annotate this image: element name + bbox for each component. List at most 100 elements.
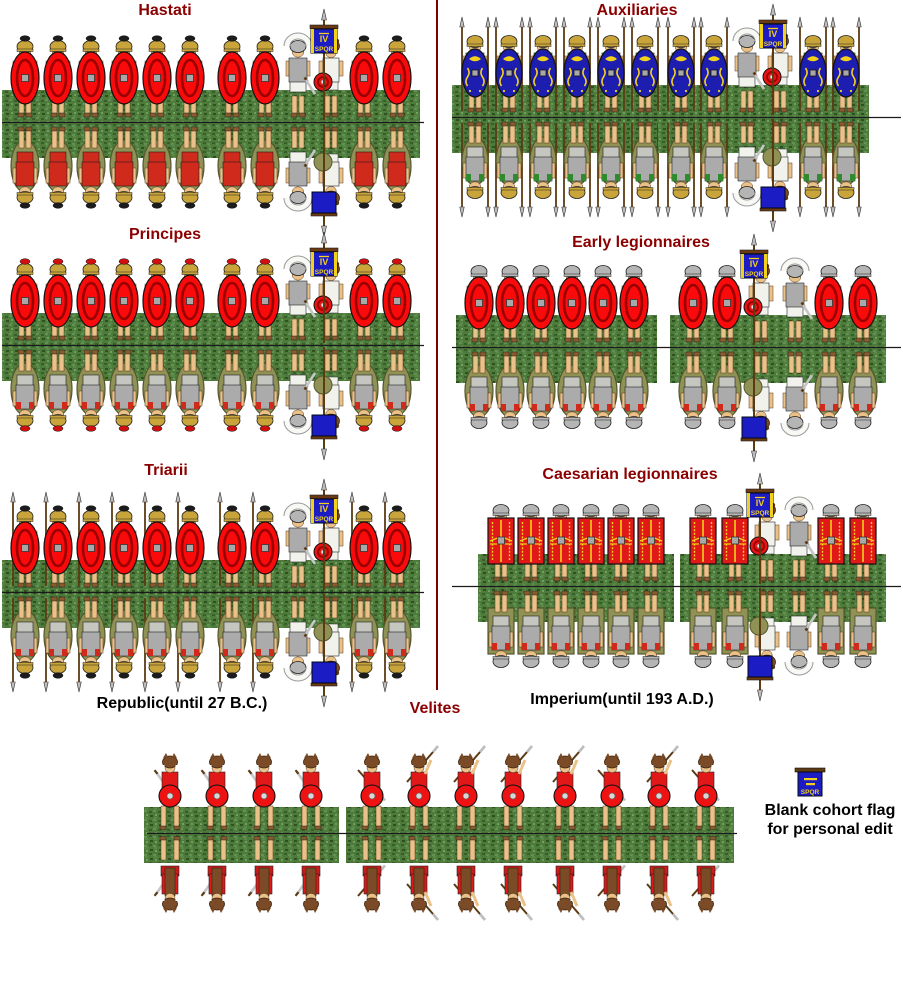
legionary-soldier-sprite xyxy=(689,504,717,582)
centurion-officer-sprite xyxy=(283,596,317,682)
legionary-soldier-sprite xyxy=(382,35,412,118)
velite-skirmisher-sprite xyxy=(406,836,439,921)
legionary-soldier-sprite xyxy=(526,265,556,343)
velite-skirmisher-sprite xyxy=(153,836,181,913)
svg-text:SPQR: SPQR xyxy=(751,510,770,517)
svg-text:SPQR: SPQR xyxy=(764,41,783,48)
section-title-caesarian-legionnaires: Caesarian legionnaires xyxy=(542,466,718,483)
legionary-soldier-sprite xyxy=(517,590,545,668)
svg-text:IV: IV xyxy=(756,498,765,508)
legionary-soldier-sprite xyxy=(217,491,247,588)
legionary-soldier-sprite xyxy=(76,258,106,341)
velite-skirmisher-sprite xyxy=(247,836,275,913)
legionary-soldier-sprite xyxy=(175,126,205,209)
reflection-row xyxy=(478,586,886,702)
grass-base xyxy=(209,90,420,122)
centurion-officer-sprite xyxy=(732,121,766,207)
legionary-soldier-sprite xyxy=(382,349,412,432)
legionary-soldier-sprite xyxy=(607,504,635,582)
legionary-soldier-sprite xyxy=(665,121,697,218)
standard-bearer-sprite xyxy=(749,502,780,582)
grass-base xyxy=(209,313,420,345)
reflection-row xyxy=(2,345,420,461)
velite-skirmisher-sprite xyxy=(646,836,679,921)
velite-skirmisher-sprite xyxy=(500,745,533,830)
legionary-soldier-sprite xyxy=(10,35,40,118)
legionary-soldier-sprite xyxy=(487,504,515,582)
legionary-soldier-sprite xyxy=(577,504,605,582)
legionary-soldier-sprite xyxy=(712,351,742,429)
reflected-blank-flag xyxy=(740,349,768,463)
legionary-soldier-sprite xyxy=(109,35,139,118)
section-title-velites: Velites xyxy=(409,700,461,717)
velite-skirmisher-sprite xyxy=(453,836,486,921)
reflected-blank-flag xyxy=(310,124,338,238)
legionary-soldier-sprite xyxy=(109,126,139,209)
velite-skirmisher-sprite xyxy=(597,753,626,830)
reflected-blank-flag xyxy=(310,347,338,461)
legionary-soldier-sprite xyxy=(557,351,587,429)
legionary-soldier-sprite xyxy=(142,596,172,693)
legionary-soldier-sprite xyxy=(817,504,845,582)
legionary-soldier-sprite xyxy=(142,491,172,588)
velite-skirmisher-sprite xyxy=(552,745,585,830)
legionary-soldier-sprite xyxy=(43,258,73,341)
section-title-triarii: Triarii xyxy=(144,462,188,479)
reflected-blank-flag xyxy=(310,594,338,708)
legionary-soldier-sprite xyxy=(76,491,106,588)
legionary-soldier-sprite xyxy=(382,491,412,588)
centurion-officer-sprite xyxy=(784,590,818,676)
svg-text:SPQR: SPQR xyxy=(315,46,334,53)
legionary-soldier-sprite xyxy=(547,590,575,668)
centurion-officer-sprite xyxy=(780,351,814,437)
legionary-soldier-sprite xyxy=(493,16,525,113)
velite-skirmisher-sprite xyxy=(406,745,439,830)
legionary-soldier-sprite xyxy=(526,351,556,429)
grass-base xyxy=(144,807,339,833)
legionary-soldier-sprite xyxy=(175,349,205,432)
legionary-soldier-sprite xyxy=(495,351,525,429)
reflection-row xyxy=(2,122,420,238)
legionary-soldier-sprite xyxy=(588,265,618,343)
legionary-soldier-sprite xyxy=(487,590,515,668)
legionary-soldier-sprite xyxy=(349,596,379,693)
legionary-soldier-sprite xyxy=(217,596,247,693)
reflected-blank-flag xyxy=(746,588,774,702)
legionary-soldier-sprite xyxy=(43,349,73,432)
blank-flag-caption-line1: Blank cohort flag xyxy=(764,802,896,819)
legionary-soldier-sprite xyxy=(109,596,139,693)
legionary-soldier-sprite xyxy=(349,258,379,341)
legionary-soldier-sprite xyxy=(665,16,697,113)
legionary-soldier-sprite xyxy=(76,126,106,209)
legionary-soldier-sprite xyxy=(349,349,379,432)
legionary-soldier-sprite xyxy=(109,258,139,341)
legionary-soldier-sprite xyxy=(175,596,205,693)
legionary-soldier-sprite xyxy=(217,126,247,209)
legionary-soldier-sprite xyxy=(527,121,559,218)
reflected-blank-flag xyxy=(759,119,787,233)
legionary-soldier-sprite xyxy=(814,265,844,343)
legionary-soldier-sprite xyxy=(43,35,73,118)
legionary-soldier-sprite xyxy=(109,491,139,588)
velite-skirmisher-sprite xyxy=(357,753,386,830)
blank-flag-motto: SPQR xyxy=(801,789,820,796)
legionary-soldier-sprite xyxy=(588,351,618,429)
velite-skirmisher-sprite xyxy=(500,836,533,921)
velite-skirmisher-sprite xyxy=(153,753,182,830)
legionary-soldier-sprite xyxy=(527,16,559,113)
section-title-principes: Principes xyxy=(128,226,202,243)
legionary-soldier-sprite xyxy=(382,126,412,209)
legionary-soldier-sprite xyxy=(76,596,106,693)
grass-base xyxy=(2,313,213,345)
svg-text:IV: IV xyxy=(320,504,329,514)
velite-skirmisher-sprite xyxy=(200,836,228,913)
legionary-soldier-sprite xyxy=(250,491,280,588)
legionary-soldier-sprite xyxy=(797,16,829,113)
legionary-soldier-sprite xyxy=(678,351,708,429)
legionary-soldier-sprite xyxy=(849,590,877,668)
legionary-soldier-sprite xyxy=(142,349,172,432)
legionary-soldier-sprite xyxy=(561,121,593,218)
legionary-soldier-sprite xyxy=(349,35,379,118)
